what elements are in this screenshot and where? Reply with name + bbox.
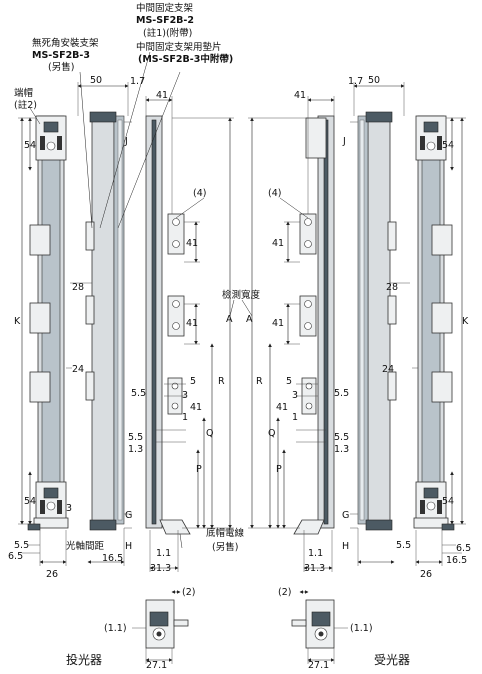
dim-6-5-left: 6.5 (8, 551, 23, 562)
label-note1-attached: (註1)(附帶) (143, 27, 192, 39)
dim-54-bot-left: 54 (24, 496, 36, 507)
dim-50-left: 50 (90, 75, 102, 86)
label-mid-bracket: 中間固定支架 (136, 2, 194, 14)
dim-4-right: (4) (268, 188, 281, 199)
dim-6-5-right: 6.5 (456, 543, 471, 554)
dim-5-5-b-left: 5.5 (128, 432, 143, 443)
callout-leaders (29, 51, 309, 549)
dim-41-a-right: 41 (272, 238, 284, 249)
dim-5-right: 5 (286, 376, 292, 387)
dim-3-left: 3 (182, 390, 188, 401)
label-sold-separately-2: (另售) (212, 541, 238, 553)
dim-54-top-right: 54 (442, 140, 454, 151)
label-note2: (註2) (14, 99, 37, 111)
dim-1-right: 1 (292, 412, 298, 423)
dim-26-left: 26 (46, 569, 58, 580)
label-sold-separately: (另售) (48, 61, 74, 73)
dim-H-right: H (342, 541, 349, 552)
dim-Q-right: Q (268, 428, 275, 439)
label-beam-pitch: 光軸間距 (66, 540, 105, 552)
label-end-cap: 端帽 (14, 87, 33, 99)
dim-54-bot-right: 54 (442, 496, 454, 507)
dim-41-c-right: 41 (276, 402, 288, 413)
receiver-side-view (350, 82, 410, 566)
dim-41-a-left: 41 (186, 238, 198, 249)
dim-41-b-left: 41 (186, 318, 198, 329)
dim-A-right: A (246, 314, 253, 325)
dim-4-left: (4) (193, 188, 206, 199)
dim-1-7-left: 1.7 (130, 76, 145, 87)
dim-1-3-left: 1.3 (128, 444, 143, 455)
dim-H-left: H (125, 541, 132, 552)
dim-2-right: (2) (278, 587, 291, 598)
labels: 中間固定支架 MS-SF2B-2 (註1)(附帶) 無死角安裝支架 中間固定支架… (8, 2, 471, 671)
dim-1-1-paren-right: (1.1) (350, 623, 373, 634)
dim-5-5-a-right: 5.5 (334, 388, 349, 399)
dim-1-3-right: 1.3 (334, 444, 349, 455)
label-deadzone-bracket: 無死角安裝支架 (32, 37, 99, 49)
receiver-bottom-view (291, 590, 348, 664)
dim-41-right: 41 (294, 90, 306, 101)
dim-Q-left: Q (206, 428, 213, 439)
dim-A-left: A (226, 314, 233, 325)
dim-31-3-right: 31.3 (304, 563, 325, 574)
receiver-profile-view (248, 96, 335, 572)
dim-2-left: (2) (182, 587, 195, 598)
dim-3-right: 3 (292, 390, 298, 401)
title-receiver: 受光器 (374, 653, 410, 667)
dim-5-left: 5 (190, 376, 196, 387)
dim-41-c-left: 41 (190, 402, 202, 413)
dim-5-5-c-right: 5.5 (396, 540, 411, 551)
dim-P-right: P (276, 464, 282, 475)
dim-16-5-left: 16.5 (102, 553, 123, 564)
emitter-side-view (70, 82, 132, 566)
dim-41-b-right: 41 (272, 318, 284, 329)
label-spacer-part: (MS-SF2B-3中附帶) (138, 53, 233, 65)
dim-54-top-left: 54 (24, 140, 36, 151)
dim-K-right: K (462, 316, 469, 327)
emitter-profile-view (145, 96, 234, 572)
dim-27-1-left: 27.1 (146, 660, 167, 671)
dim-50-right: 50 (368, 75, 380, 86)
dim-28-right: 28 (386, 282, 398, 293)
emitter-front-view (18, 115, 72, 566)
dim-5-5-c-left: 5.5 (14, 540, 29, 551)
dim-R-left: R (218, 376, 225, 387)
receiver-front-view (412, 115, 466, 566)
dim-G-left: G (125, 510, 132, 521)
dim-28-left: 28 (72, 282, 84, 293)
label-bottom-cable: 底帽電線 (206, 527, 245, 539)
dim-G-right: G (342, 510, 349, 521)
dim-P-left: P (196, 464, 202, 475)
label-mid-bracket-part: MS-SF2B-2 (136, 15, 194, 26)
title-emitter: 投光器 (66, 652, 102, 667)
dim-27-1-right: 27.1 (308, 660, 329, 671)
dim-16-5-right: 16.5 (446, 555, 467, 566)
dim-1-1-left: 1.1 (156, 548, 171, 559)
dim-1-1-right: 1.1 (308, 548, 323, 559)
dim-J-right: J (342, 136, 346, 147)
dim-24-right: 24 (382, 364, 394, 375)
emitter-bottom-view (132, 590, 189, 664)
label-deadzone-part: MS-SF2B-3 (32, 50, 90, 61)
dim-K-left: K (14, 316, 21, 327)
label-spacer: 中間固定支架用墊片 (136, 41, 222, 53)
dim-41-left: 41 (156, 90, 168, 101)
dim-5-5-a-left: 5.5 (131, 388, 146, 399)
label-detection-width: 檢測寬度 (222, 289, 261, 301)
dim-R-right: R (256, 376, 263, 387)
dim-26-right: 26 (420, 569, 432, 580)
dim-31-3-left: 31.3 (150, 563, 171, 574)
dim-1-7-right: 1.7 (348, 76, 363, 87)
dim-1-1-paren-left: (1.1) (104, 623, 127, 634)
dim-5-5-b-right: 5.5 (334, 432, 349, 443)
dim-3-b-left: 3 (66, 503, 72, 514)
dim-24-left: 24 (72, 364, 84, 375)
dim-J-left: J (124, 136, 128, 147)
dim-1-left: 1 (182, 412, 188, 423)
